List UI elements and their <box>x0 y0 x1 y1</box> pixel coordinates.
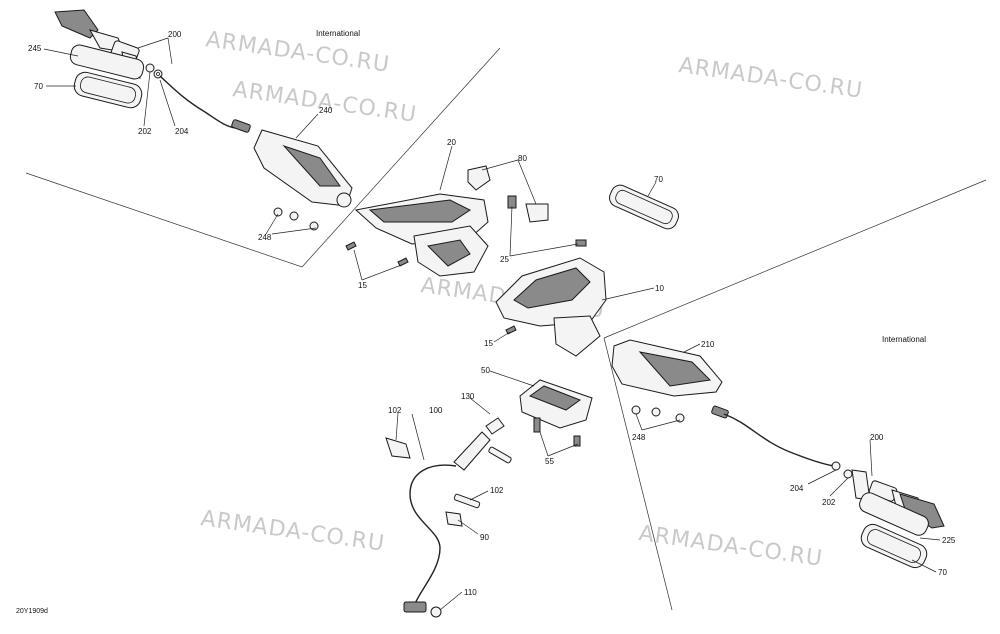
callout-240: 240 <box>319 106 333 115</box>
tail-light-housing-240 <box>253 129 353 208</box>
separator-right-left <box>603 337 673 611</box>
callout-202: 202 <box>822 498 836 507</box>
screw-15b <box>505 325 517 335</box>
callout-70: 70 <box>34 82 43 91</box>
wire-harness-right <box>723 413 835 467</box>
license-light-50 <box>519 379 593 429</box>
callout-20: 20 <box>447 138 456 147</box>
callout-70: 70 <box>654 175 663 184</box>
callout-248: 248 <box>258 233 272 242</box>
callout-70: 70 <box>938 568 947 577</box>
watermark: ARMADA-CO.RU <box>677 53 864 104</box>
leader-lines <box>43 37 941 611</box>
callout-204: 204 <box>790 484 804 493</box>
watermark: ARMADA-CO.RU <box>231 77 418 128</box>
callout-102: 102 <box>490 486 504 495</box>
separator-right-top <box>603 179 987 339</box>
callout-248: 248 <box>632 433 646 442</box>
lens-gasket-70b <box>609 184 679 230</box>
washers-right <box>831 461 853 479</box>
watermark: ARMADA-CO.RU <box>637 521 824 572</box>
light-housing-20 <box>354 193 489 277</box>
separator-left <box>25 47 501 268</box>
screws-55 <box>533 417 581 447</box>
callout-90: 90 <box>480 533 489 542</box>
clips-80 <box>467 165 549 223</box>
callout-210: 210 <box>701 340 715 349</box>
tail-light-housing-210 <box>611 339 723 397</box>
region-label-international-left: International <box>316 29 360 38</box>
screws-15a <box>345 241 409 267</box>
callout-200: 200 <box>168 30 182 39</box>
callout-15: 15 <box>484 339 493 348</box>
lens-gasket-left <box>69 44 145 109</box>
connector-left <box>231 119 251 133</box>
callout-10: 10 <box>655 284 664 293</box>
fasteners-25 <box>507 195 587 247</box>
callout-245: 245 <box>28 44 42 53</box>
section-separators <box>25 47 987 611</box>
callout-110: 110 <box>464 588 477 597</box>
callout-102: 102 <box>388 406 402 415</box>
callout-200: 200 <box>870 433 884 442</box>
callout-55: 55 <box>545 457 554 466</box>
lens-gasket-right <box>859 492 929 569</box>
callout-225: 225 <box>942 536 956 545</box>
wiring-harness-100 <box>403 417 512 618</box>
callout-130: 130 <box>461 392 475 401</box>
light-housing-10 <box>495 257 607 357</box>
clip-102a <box>385 437 411 459</box>
washers-248a <box>273 207 319 231</box>
callout-labels: 200 245 70 202 204 240 248 20 80 70 25 1… <box>28 30 956 597</box>
callout-202: 202 <box>138 127 152 136</box>
watermark: ARMADA-CO.RU <box>204 27 391 78</box>
callout-100: 100 <box>429 406 443 415</box>
region-label-international-right: International <box>882 335 926 344</box>
callout-15: 15 <box>358 281 367 290</box>
washers-248b <box>631 405 685 423</box>
washers-left <box>145 63 163 79</box>
callout-204: 204 <box>175 127 189 136</box>
drawing-code: 20Y1909d <box>16 608 48 615</box>
callout-25: 25 <box>500 255 509 264</box>
connector-right <box>711 405 729 419</box>
watermark: ARMADA-CO.RU <box>199 506 386 557</box>
callout-80: 80 <box>518 154 527 163</box>
callout-50: 50 <box>481 366 490 375</box>
wire-harness-left <box>159 75 236 129</box>
